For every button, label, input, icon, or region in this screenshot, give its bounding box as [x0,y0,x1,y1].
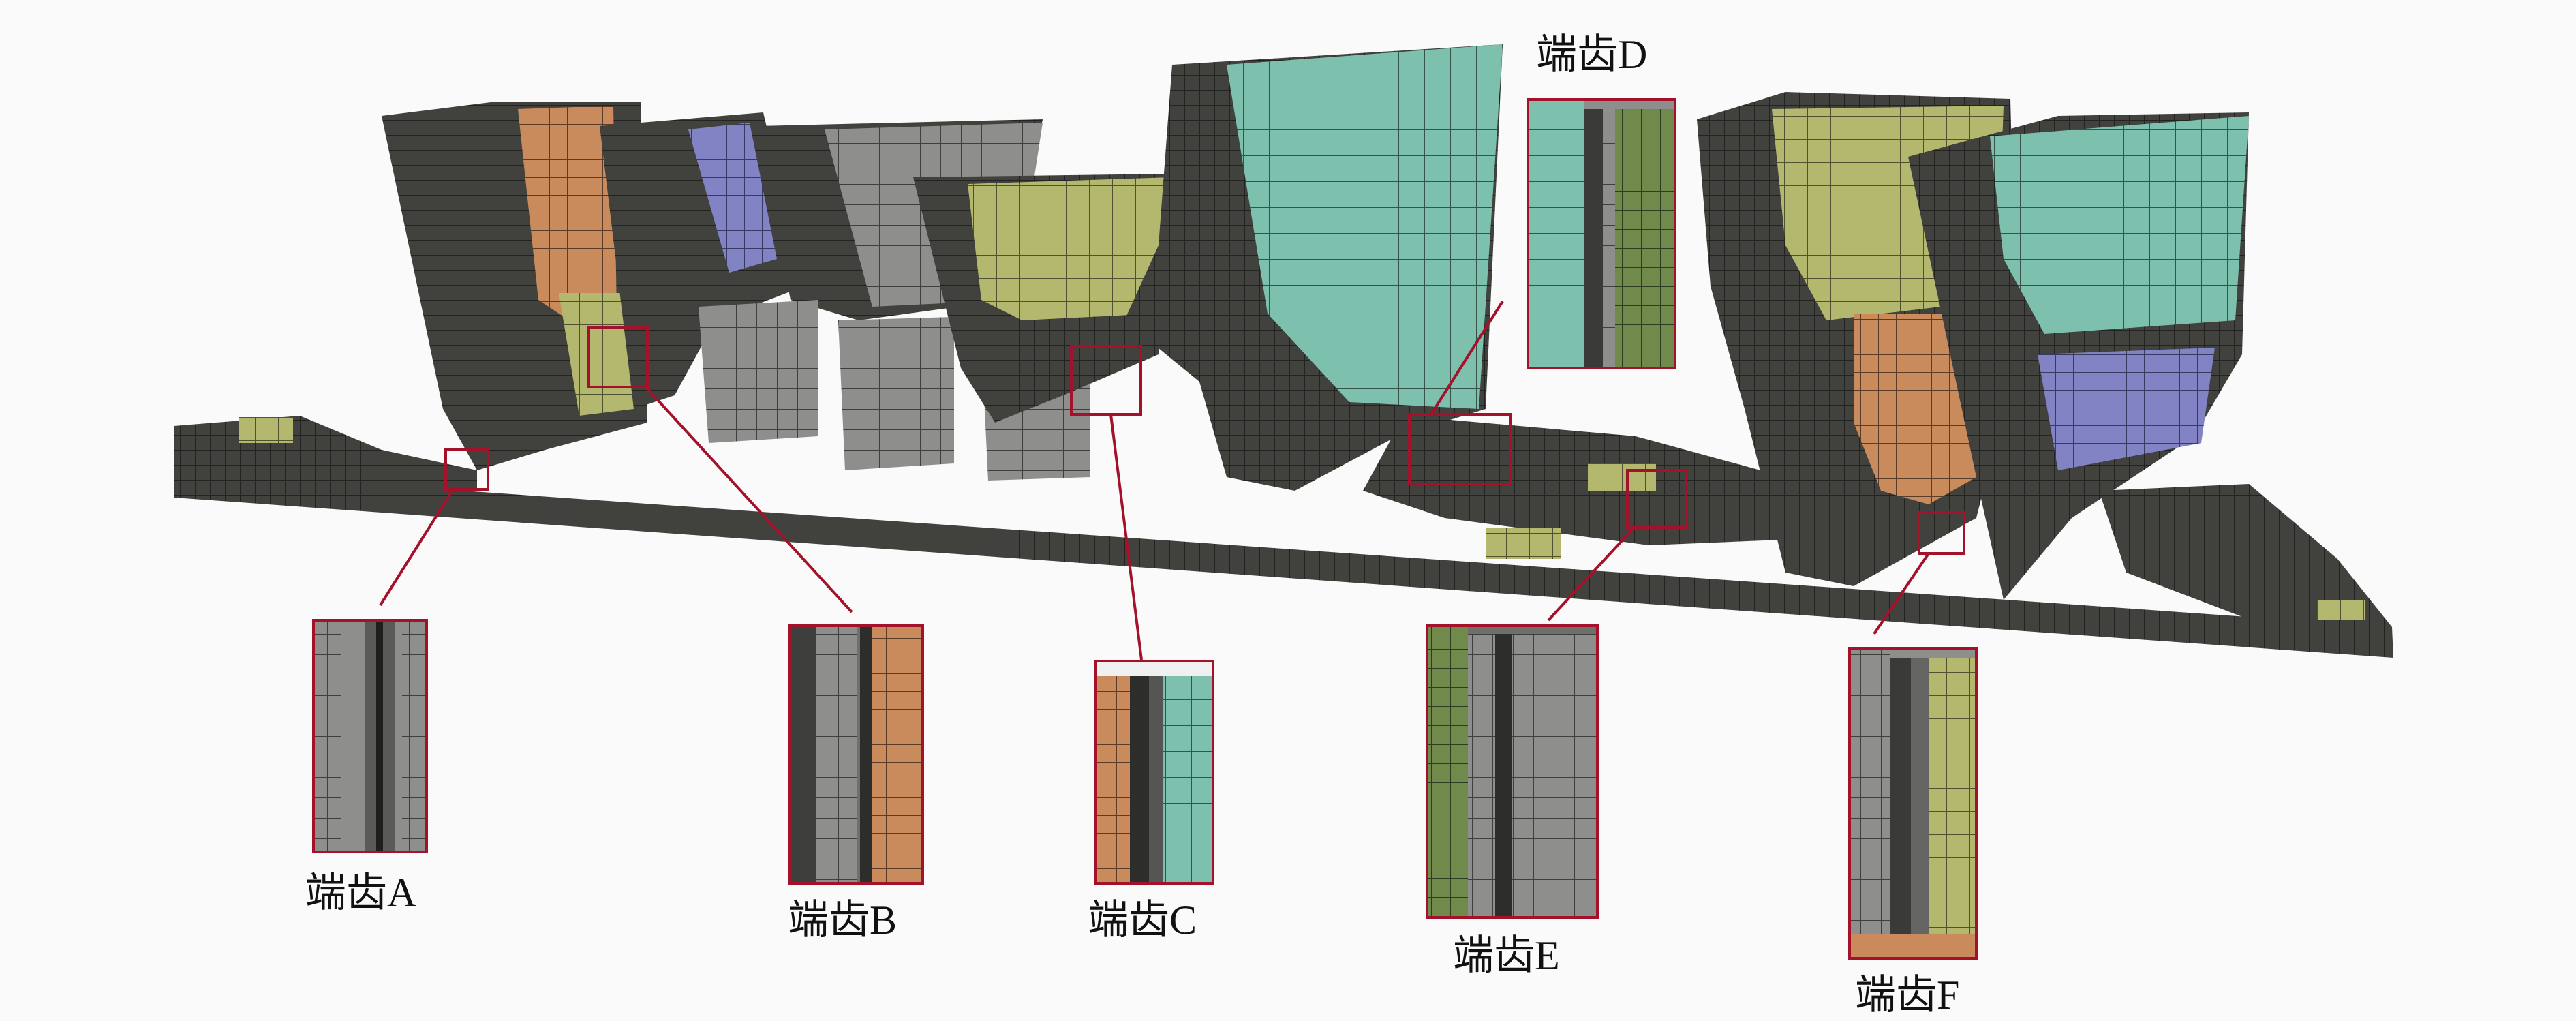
shaft-left-yellow-patch [239,417,293,443]
inset-frame-f [1848,647,1978,960]
labels: 端齿A 端齿B 端齿C 端齿D 端齿E 端齿F [305,32,1959,1018]
inset-tooth-f [1848,647,1978,960]
inset-frame-a [312,619,428,853]
arm-yellow-patch-2 [1588,463,1656,491]
inset-frame-d [1527,98,1676,369]
disk-5-teal-face [1227,44,1503,409]
label-tooth-b: 端齿B [788,898,897,943]
label-tooth-e: 端齿E [1453,933,1560,978]
inset-tooth-d [1527,98,1676,369]
leader-line-d [1430,300,1504,416]
leader-line-a [379,488,455,607]
leader-line-e [1547,526,1636,622]
rotor-assembly [174,44,2393,658]
shaft-left-end [174,416,477,491]
tooth-highlight-boxes [444,326,1965,555]
label-tooth-f: 端齿F [1855,973,1959,1018]
lower-segment-2 [838,317,954,470]
shaft-right-end [2099,484,2392,627]
right-end-yellow-patch [2317,600,2365,620]
disk-6-orange-core [1854,314,1976,504]
highlight-box-b [587,326,649,388]
inset-frame-c [1094,660,1214,885]
leader-line-c [1109,414,1143,660]
rotor-shaft [174,470,2393,658]
leader-line-b [643,384,853,613]
highlight-box-a [444,448,489,491]
highlight-box-e [1626,469,1687,529]
leader-lines [379,300,1930,660]
highlight-box-c [1070,345,1142,416]
disk-7-teal-face [1990,116,2249,334]
disk-2-purple-band [688,123,777,273]
label-tooth-a: 端齿A [305,870,416,915]
lower-segment-1 [699,300,818,443]
leader-line-f [1873,552,1930,635]
inset-frame-b [788,624,924,885]
disk-4-yellow-face [968,177,1172,320]
highlight-box-d [1408,413,1512,485]
label-tooth-d: 端齿D [1536,32,1647,77]
label-tooth-c: 端齿C [1088,898,1197,943]
inset-tooth-a [312,619,428,853]
inset-frame-e [1426,624,1599,919]
highlight-box-f [1918,511,1965,555]
disk-7-purple-band [2038,348,2215,470]
inset-tooth-b [788,624,924,885]
disk-1-orange-band [518,106,617,320]
inset-tooth-e [1426,624,1599,919]
inset-tooth-c [1094,660,1214,885]
arm-yellow-patch-1 [1486,528,1561,559]
disk-1-yellow-band [559,293,634,416]
